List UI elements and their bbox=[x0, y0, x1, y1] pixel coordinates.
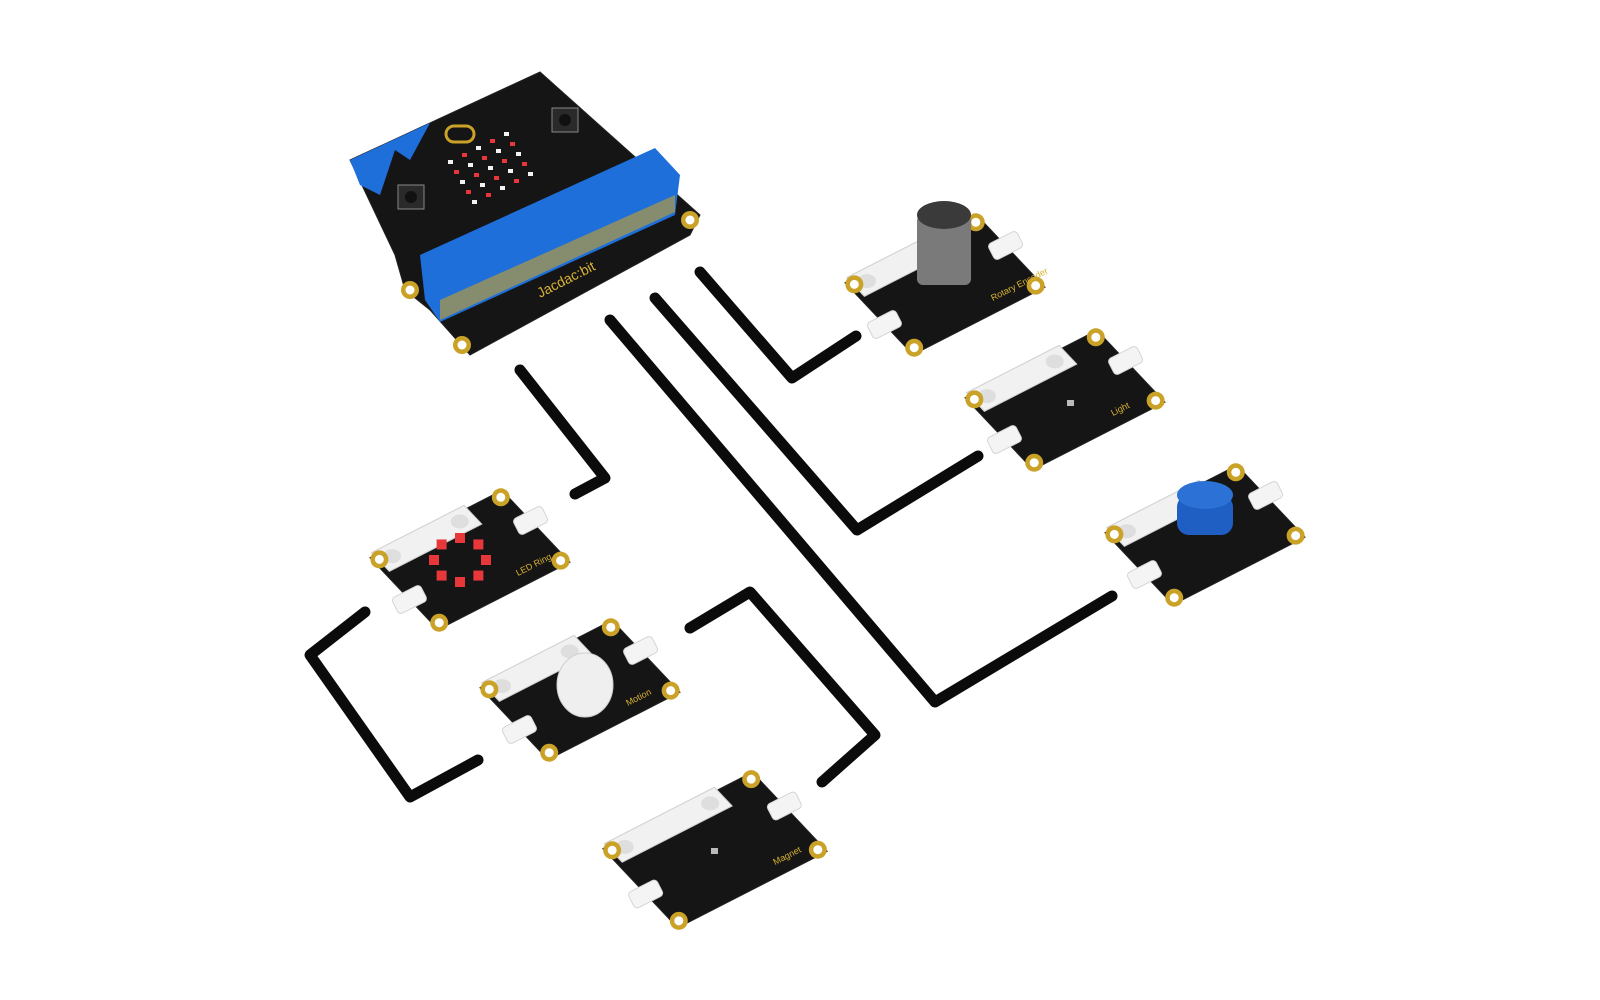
cable-board-to-rotary bbox=[694, 266, 862, 384]
board-blue-corner bbox=[350, 123, 430, 195]
matrix-led bbox=[480, 183, 485, 187]
jacdac-socket[interactable] bbox=[1247, 480, 1284, 511]
led-ring-module: LED Ring bbox=[369, 488, 571, 632]
matrix-led bbox=[516, 152, 521, 156]
ring-led bbox=[436, 539, 447, 550]
matrix-led bbox=[472, 200, 477, 204]
matrix-led bbox=[454, 170, 459, 174]
jacdac-socket[interactable] bbox=[391, 584, 428, 615]
cable-led-ring-to-motion bbox=[304, 606, 484, 803]
cables bbox=[304, 266, 1118, 803]
jacdac-socket[interactable] bbox=[627, 879, 664, 910]
motion-sensor-module: Motion bbox=[479, 618, 681, 762]
matrix-led bbox=[476, 146, 481, 150]
matrix-led bbox=[508, 169, 513, 173]
light-sensor bbox=[1067, 400, 1074, 406]
matrix-led bbox=[468, 163, 473, 167]
edge-connector bbox=[420, 148, 680, 322]
jacdac-socket[interactable] bbox=[987, 230, 1024, 261]
ring-led bbox=[429, 555, 439, 565]
rotary-knob[interactable] bbox=[917, 215, 971, 285]
ring-led bbox=[455, 533, 465, 543]
matrix-led bbox=[494, 176, 499, 180]
magnet-sensor-module: Magnet bbox=[601, 770, 829, 930]
matrix-led bbox=[462, 153, 467, 157]
matrix-led bbox=[486, 193, 491, 197]
matrix-led bbox=[514, 179, 519, 183]
matrix-led bbox=[510, 142, 515, 146]
matrix-led bbox=[522, 162, 527, 166]
matrix-led bbox=[448, 160, 453, 164]
jacdac-bit-board: Jacdac:bit bbox=[349, 71, 701, 356]
matrix-led bbox=[496, 149, 501, 153]
jacdac-socket[interactable] bbox=[501, 714, 538, 745]
led-matrix bbox=[448, 132, 533, 204]
matrix-led bbox=[504, 132, 509, 136]
matrix-led bbox=[474, 173, 479, 177]
matrix-led bbox=[490, 139, 495, 143]
ring-led bbox=[473, 570, 484, 581]
matrix-led bbox=[482, 156, 487, 160]
matrix-led bbox=[488, 166, 493, 170]
ring-led bbox=[455, 577, 465, 587]
jacdac-socket[interactable] bbox=[866, 309, 903, 340]
cable-motion-to-magnet bbox=[684, 586, 881, 788]
jacdac-socket[interactable] bbox=[766, 791, 803, 822]
jacdac-socket[interactable] bbox=[1107, 345, 1144, 376]
ring-led bbox=[436, 570, 447, 581]
ring-led bbox=[473, 539, 484, 550]
hall-sensor bbox=[711, 848, 718, 854]
jacdac-socket[interactable] bbox=[1126, 559, 1163, 590]
matrix-led bbox=[502, 159, 507, 163]
matrix-led bbox=[460, 180, 465, 184]
logo-touch bbox=[444, 124, 476, 144]
pir-dome bbox=[556, 652, 614, 718]
light-sensor-module: Light bbox=[964, 328, 1166, 472]
ring-led bbox=[481, 555, 491, 565]
matrix-led bbox=[500, 186, 505, 190]
matrix-led bbox=[528, 172, 533, 176]
rotary-encoder-module: Rotary Encoder bbox=[844, 201, 1049, 357]
jacdac-socket[interactable] bbox=[986, 424, 1023, 455]
cable-board-to-led-ring bbox=[514, 364, 611, 500]
matrix-led bbox=[466, 190, 471, 194]
button-module bbox=[1104, 463, 1306, 607]
jacdac-socket[interactable] bbox=[622, 635, 659, 666]
cable-board-to-button bbox=[604, 314, 1118, 708]
jacdac-socket[interactable] bbox=[512, 505, 549, 536]
cable-board-to-light bbox=[649, 292, 984, 536]
